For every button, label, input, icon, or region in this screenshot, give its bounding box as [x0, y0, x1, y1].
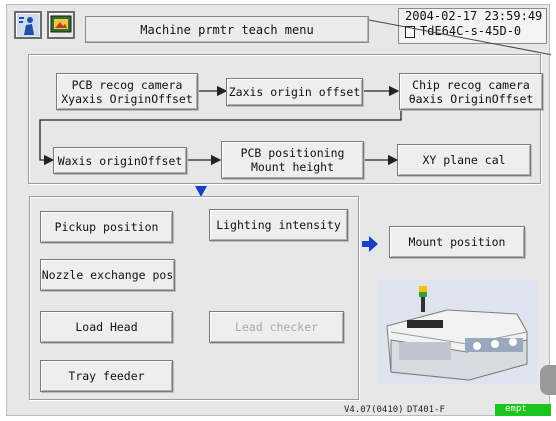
lead-checker-button: Lead checker [209, 311, 344, 343]
screen-select-icon[interactable] [47, 11, 75, 39]
datetime-text: 2004-02-17 23:59:49 [405, 9, 543, 23]
pcb-recog-camera-offset-button[interactable]: PCB recog camera Xyaxis OriginOffset [56, 73, 198, 110]
page-title: Machine prmtr teach menu [85, 16, 369, 43]
nozzle-exchange-pos-button[interactable]: Nozzle exchange pos [40, 259, 175, 291]
zaxis-origin-offset-button[interactable]: Zaxis origin offset [226, 78, 363, 106]
right-arrow-icon [362, 236, 378, 252]
teach-menu-panel [29, 196, 359, 400]
pickup-position-button[interactable]: Pickup position [40, 211, 173, 243]
chat-bubble-icon [540, 365, 556, 395]
datetime-panel: 2004-02-17 23:59:49 TdE64C-s-45D-0 [398, 8, 547, 44]
file-icon [405, 25, 415, 38]
state-indicator: empt [495, 404, 551, 416]
lighting-intensity-button[interactable]: Lighting intensity [209, 209, 348, 241]
model-text: DT401-F [407, 405, 445, 415]
chip-recog-camera-offset-button[interactable]: Chip recog camera θaxis OriginOffset [399, 73, 543, 110]
pcb-positioning-mount-height-button[interactable]: PCB positioning Mount height [221, 141, 364, 179]
xy-plane-cal-button[interactable]: XY plane cal [397, 144, 531, 176]
operator-icon[interactable] [14, 11, 42, 39]
tray-feeder-button[interactable]: Tray feeder [40, 360, 173, 392]
waxis-origin-offset-button[interactable]: Waxis originOffset [53, 147, 187, 174]
flow-connector-line [39, 108, 402, 166]
down-arrow-icon [195, 186, 207, 197]
mounter-machine-icon [377, 280, 537, 384]
flow-connectors [39, 19, 551, 252]
version-text: V4.07(0410) [344, 405, 404, 415]
origin-calibration-flow-panel [28, 54, 541, 184]
reflection-line [368, 19, 551, 56]
load-head-button[interactable]: Load Head [40, 311, 173, 343]
screen: Machine prmtr teach menu 2004-02-17 23:5… [6, 4, 556, 416]
mount-position-button[interactable]: Mount position [389, 226, 525, 258]
